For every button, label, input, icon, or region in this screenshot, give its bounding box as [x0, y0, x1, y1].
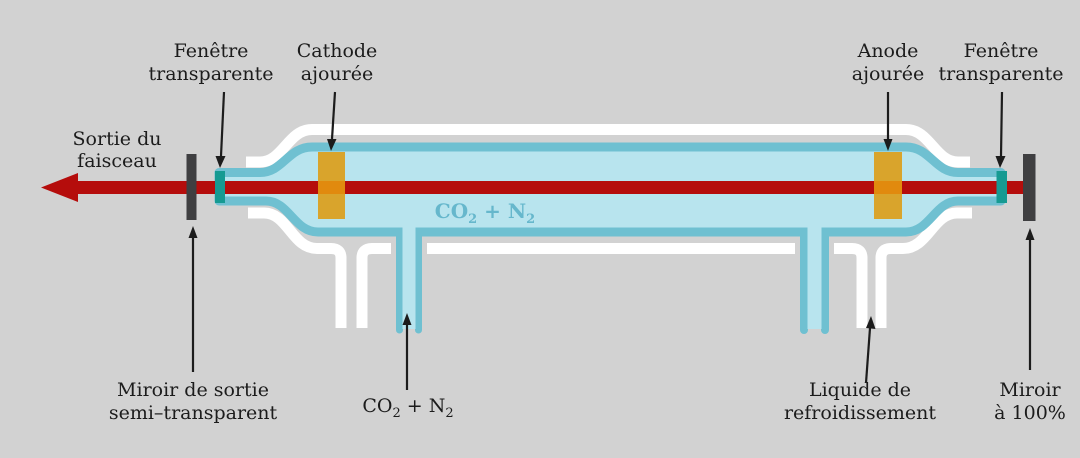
label-gas-inlet: CO2 + N2: [362, 395, 453, 421]
window-left: [215, 171, 225, 203]
gas-pipe-left-bore: [402, 220, 416, 329]
cathode-arrow: [327, 91, 337, 151]
label-window-right-line1: Fenêtre: [964, 40, 1039, 62]
cooling-jacket-top: [246, 124, 970, 168]
rear-mirror: [1023, 154, 1036, 221]
output-mirror-arrow: [188, 226, 198, 372]
beam-arrowhead: [41, 173, 78, 202]
label-rear-mirror-line1: Miroir: [999, 379, 1061, 401]
label-beam-output-line2: faisceau: [77, 150, 157, 172]
cooling-jacket-bottom-left: [248, 207, 347, 328]
cooling-jacket-bottom-right: [875, 207, 972, 328]
label-cathode-line2: ajourée: [301, 63, 373, 85]
labels: Sortie du faisceau Fenêtre transparente …: [73, 40, 1066, 424]
cooling-jacket: [246, 124, 972, 328]
label-window-left-line2: transparente: [149, 63, 274, 85]
gas-inlet-arrow: [402, 313, 412, 390]
label-cathode-line1: Cathode: [297, 40, 378, 62]
cathode-core: [318, 181, 345, 194]
gas-pipe-left: [396, 220, 422, 334]
label-gas-in-tube: CO2 + N2: [435, 199, 535, 227]
label-window-right-line2: transparente: [939, 63, 1064, 85]
anode-arrow: [883, 92, 893, 151]
label-output-mirror-line2: semi–transparent: [109, 402, 278, 424]
label-anode-line1: Anode: [857, 40, 919, 62]
coolant-arrow: [864, 316, 876, 384]
window-right: [996, 171, 1007, 203]
label-window-left-line1: Fenêtre: [174, 40, 249, 62]
gas-pipe-right: [800, 220, 829, 334]
label-anode-line2: ajourée: [852, 63, 924, 85]
output-mirror: [186, 154, 197, 220]
cooling-jacket-bottom-center: [356, 243, 868, 328]
window-left-arrow: [215, 91, 226, 168]
anode-electrode: [874, 152, 902, 219]
label-beam-output-line1: Sortie du: [73, 128, 162, 150]
gas-pipe-right-bore: [807, 220, 822, 329]
laser-beam: [41, 173, 1030, 202]
label-rear-mirror-line2: à 100%: [994, 402, 1066, 424]
beam-shaft: [78, 181, 1030, 194]
label-output-mirror-line1: Miroir de sortie: [117, 379, 269, 401]
label-coolant-line2: refroidissement: [784, 402, 936, 424]
anode-core: [874, 181, 902, 194]
rear-mirror-arrow: [1025, 228, 1035, 370]
cathode-electrode: [318, 152, 345, 219]
label-coolant-line1: Liquide de: [809, 379, 911, 401]
window-right-arrow: [995, 91, 1006, 168]
